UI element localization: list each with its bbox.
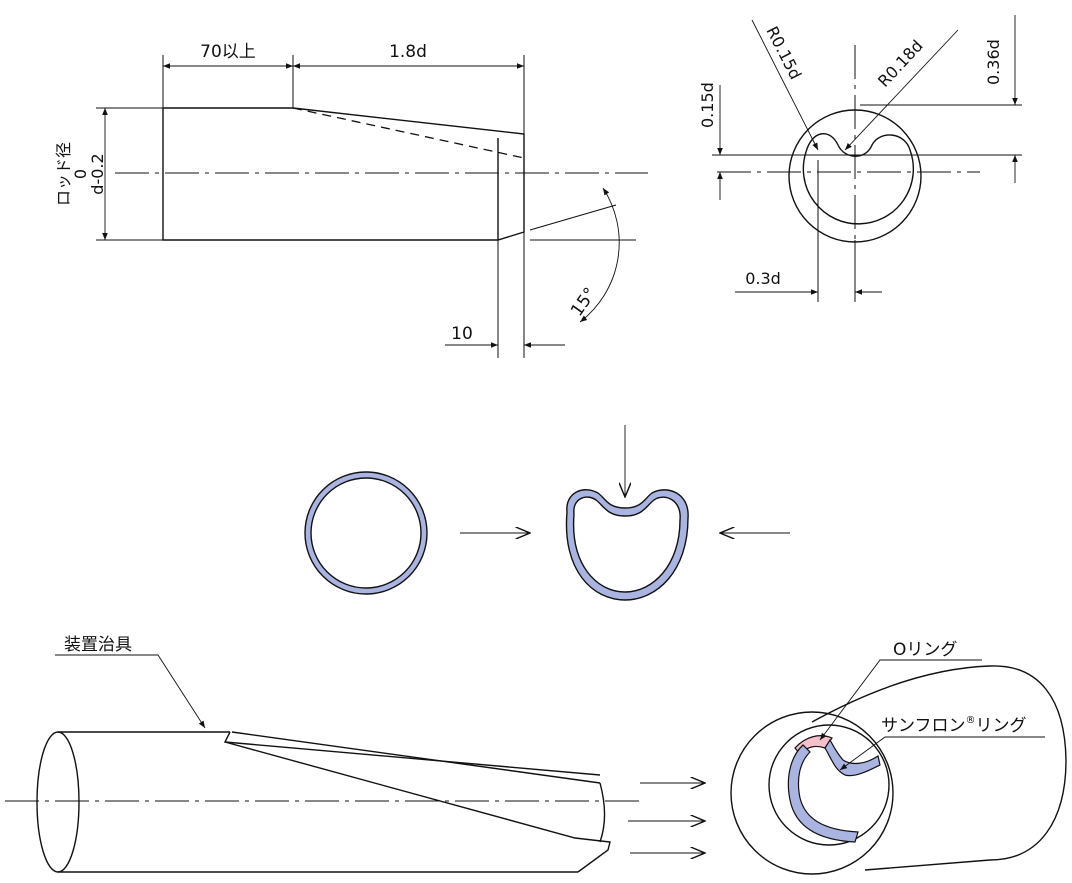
jig-tip-curve [599, 782, 606, 843]
sanflon-label: サンフロン®リング [881, 715, 1027, 736]
o-ring-label: Oリング [893, 640, 957, 660]
registered-mark: ® [966, 715, 976, 726]
radius-right-label: R0.18d [874, 36, 927, 91]
housing-bore [768, 724, 890, 846]
sanflon-name: サンフロン [881, 716, 966, 736]
section-inner-profile [802, 133, 915, 225]
radius-left-leader [751, 19, 819, 151]
angle-label: 15° [567, 284, 601, 320]
rod-outline [162, 107, 525, 241]
dim-taper-label: 1.8d [389, 42, 427, 62]
rod-diameter-tol-lower: d-0.2 [88, 153, 107, 194]
jig-end-ellipse [36, 731, 80, 873]
rod-drawing: 70以上 1.8d ロッド径 0 d-0.2 10 15° [54, 42, 648, 358]
sanflon-suffix: リング [976, 716, 1027, 736]
dim-03-label: 0.3d [745, 269, 781, 288]
jig-leader [55, 654, 206, 729]
housing-face-outer [730, 711, 894, 875]
rod-diameter-label-group: ロッド径 0 d-0.2 [54, 142, 107, 206]
o-ring-leader [819, 659, 982, 741]
housing-assembly: Oリング サンフロン®リング [730, 640, 1067, 875]
dim-straight-label: 70以上 [200, 42, 256, 62]
jig-assembly: 装置治具 [5, 635, 705, 873]
jig-taper-top-inner [231, 731, 601, 784]
angle-arc [579, 187, 620, 323]
radius-right-leader [844, 29, 959, 151]
housing-body [811, 665, 1067, 871]
rod-diameter-tol-upper: 0 [71, 169, 90, 179]
section-drawing: R0.15d R0.18d 0.36d 0.15d 0.3d [698, 15, 1022, 302]
jig-label: 装置治具 [64, 635, 132, 655]
rod-diameter-label: ロッド径 [54, 142, 73, 206]
sanflon-ring [787, 738, 881, 843]
dim-036-label: 0.36d [984, 39, 1003, 85]
dim-015-label: 0.15d [698, 82, 717, 128]
sanflon-leader [839, 736, 1045, 771]
angle-ext-taper [529, 204, 617, 231]
deformation-sequence [304, 425, 790, 601]
dim-tip-label: 10 [451, 324, 473, 344]
ring-deformed [565, 489, 689, 601]
rod-hidden-line [292, 107, 525, 159]
jig-cut-edge [224, 741, 611, 873]
ring-round-inner [310, 477, 422, 589]
